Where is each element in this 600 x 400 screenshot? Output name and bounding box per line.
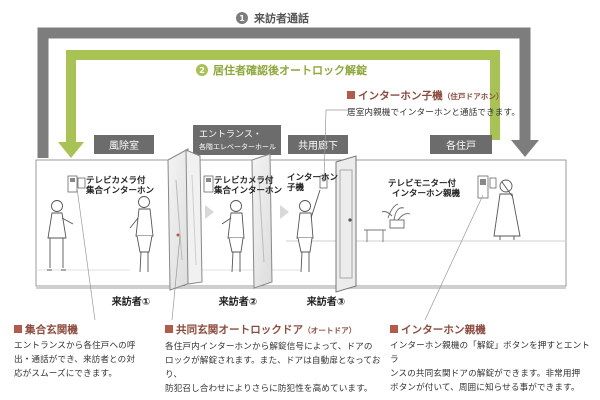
svg-text:テレビカメラ付: テレビカメラ付 [214,175,274,186]
callout-collective: 集合玄関機 エントランスから各住戸への呼 出・通話ができ、来訪者との対 応がスム… [14,324,136,379]
bullet-square-icon [165,325,173,333]
plant-icon [381,203,411,229]
svg-text:エントランス・: エントランス・ [199,129,262,140]
chevron-right-icon [205,205,214,219]
collective-intercom-panel-2 [203,175,214,193]
visitor-3-figure [296,189,321,273]
flow-label-visitor-call: 来訪者通話 [253,11,309,25]
collective-intercom-panel-1 [67,175,86,193]
leader-lines [76,109,484,321]
device-label-monitor: テレビモニター付 インターホン親機 [388,178,461,199]
callout-master: インターホン親機 インターホン親機の「解錠」ボタンを押すとエントラ ンスの共同玄… [390,324,590,393]
door-knob-icon [348,218,352,222]
unit-door [335,155,357,293]
svg-text:テレビカメラ付: テレビカメラ付 [86,175,146,186]
flow-number-2: 2 [199,66,205,75]
visitor-label-2: 来訪者② [218,295,257,308]
svg-text:インターホン: インターホン [287,172,339,183]
flow-number-1: 1 [239,14,245,23]
visitor-call-label: 1 来訪者通話 [236,11,309,25]
chevron-right-icon-2 [280,205,289,219]
visitor-call-arrow [37,27,539,158]
receptionist-figure [47,200,74,271]
zone-corridor: 共用廊下 [288,135,348,154]
flow-label-unlock: 居住者確認後オートロック解錠 [213,63,368,77]
visitor-2-figure [221,200,245,273]
auto-lock-door [167,148,203,291]
svg-text:各階エレベーターホール: 各階エレベーターホール [199,142,276,151]
flow-number-badge-1 [236,12,248,24]
svg-text:各住戸: 各住戸 [446,139,476,152]
table-icon [364,229,386,242]
svg-text:集合インターホン: 集合インターホン [85,185,155,196]
unlock-arrow [58,50,500,158]
svg-text:集合インターホン: 集合インターホン [213,185,283,196]
svg-text:風除室: 風除室 [109,139,139,152]
resident-figure [493,179,521,240]
zone-entrance: エントランス・ 各階エレベーターホール [193,125,281,155]
device-label-collective-1: テレビカメラ付 集合インターホン [85,175,155,196]
svg-text:テレビモニター付: テレビモニター付 [388,178,457,189]
callout-child-unit: インターホン子機（住戸ドアホン） 居室内親機でインターホンと通話できます。 [347,90,521,118]
leader-dot [176,233,180,237]
zone-unit: 各住戸 [430,135,492,154]
svg-text:子機: 子機 [287,182,305,193]
device-label-door-handset: インターホン 子機 [287,172,339,193]
monitor-master-panel [477,175,497,199]
bullet-square-icon [14,325,22,333]
zone-windbreak: 風除室 [94,135,154,154]
bullet-square-icon [390,325,398,333]
unlock-label: 2 居住者確認後オートロック解錠 [192,61,392,78]
flow-number-badge-2 [196,64,208,76]
inner-glass-door [251,153,273,289]
visitor-label-1: 来訪者① [111,295,150,308]
callout-auto-door: 共同玄関オートロックドア（オートドア） 各住戸内インターホンから解錠信号によって… [165,324,381,394]
bullet-square-icon [347,91,355,99]
svg-text:インターホン親機: インターホン親機 [392,188,461,199]
device-label-collective-2: テレビカメラ付 集合インターホン [213,175,283,196]
visitor-label-3: 来訪者③ [306,295,345,308]
visitor-1-figure [129,196,154,273]
svg-text:共用廊下: 共用廊下 [298,139,338,152]
